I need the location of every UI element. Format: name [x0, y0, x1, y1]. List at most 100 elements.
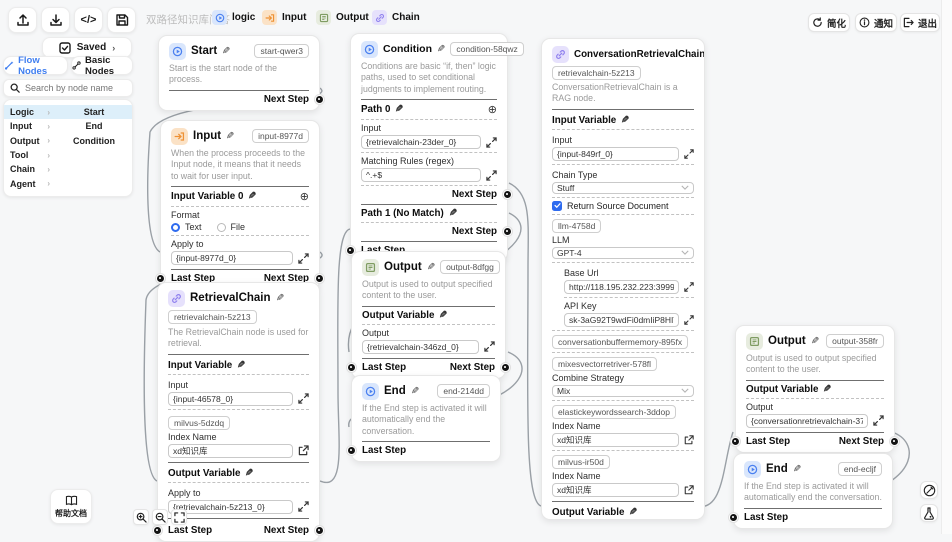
- path0-next-step-port[interactable]: [503, 190, 512, 200]
- combine-strategy-select[interactable]: Mix: [552, 384, 694, 397]
- menu-row-input[interactable]: Input› End: [4, 119, 132, 133]
- next-step-port[interactable]: [501, 362, 510, 372]
- edit-icon[interactable]: ✎: [792, 463, 802, 475]
- next-step-port[interactable]: [315, 274, 324, 284]
- edit-icon[interactable]: ✎: [426, 261, 436, 273]
- menu-item-end[interactable]: End: [85, 121, 103, 132]
- download-button[interactable]: [41, 7, 70, 33]
- code-button[interactable]: </>: [74, 7, 103, 33]
- node-end-mid[interactable]: End ✎ end-214dd If the End step is activ…: [347, 375, 501, 463]
- node-end-right[interactable]: End ✎ end-ecljf If the End step is activ…: [729, 453, 893, 529]
- tab-basic-nodes[interactable]: Basic Nodes: [71, 55, 133, 77]
- edit-icon[interactable]: ✎: [629, 506, 638, 518]
- last-step-port[interactable]: [346, 246, 355, 256]
- edit-icon[interactable]: ✎: [248, 191, 257, 203]
- edit-icon[interactable]: ✎: [245, 467, 254, 479]
- index-name-input[interactable]: [168, 443, 293, 458]
- zoom-in-button[interactable]: [133, 509, 149, 525]
- expand-icon[interactable]: [684, 315, 694, 325]
- edit-icon[interactable]: ✎: [226, 130, 235, 142]
- menu-row-logic[interactable]: Logic› Start: [4, 105, 132, 120]
- index-name-input[interactable]: [552, 432, 679, 447]
- api-key-input[interactable]: [564, 312, 679, 327]
- menu-item-start[interactable]: Start: [83, 107, 105, 118]
- menu-category-tool[interactable]: Tool: [10, 150, 29, 161]
- apply-to-input[interactable]: [168, 499, 293, 514]
- saved-status-button[interactable]: Saved ›: [42, 37, 132, 58]
- annotation-pen-button[interactable]: [920, 481, 938, 499]
- edit-icon[interactable]: ✎: [810, 335, 820, 347]
- menu-category-agent[interactable]: Agent: [10, 178, 36, 189]
- save-button[interactable]: [107, 7, 136, 33]
- llm-select[interactable]: GPT-4: [552, 246, 694, 259]
- expand-icon[interactable]: [684, 282, 694, 292]
- add-path-icon[interactable]: ⊕: [487, 104, 497, 117]
- node-retrievalchain[interactable]: RetrievalChain ✎ retrievalchain-5z213 Th…: [153, 282, 324, 542]
- menu-row-output[interactable]: Output› Condition: [4, 134, 132, 148]
- external-link-icon[interactable]: [298, 445, 309, 456]
- next-step-port[interactable]: [315, 525, 324, 535]
- index-name-input[interactable]: [552, 482, 679, 497]
- chain-type-select[interactable]: Stuff: [552, 181, 694, 194]
- edit-icon[interactable]: ✎: [823, 383, 832, 395]
- path1-next-step-port[interactable]: [503, 227, 512, 237]
- help-docs-button[interactable]: 帮助文档: [50, 489, 92, 524]
- input-value[interactable]: [168, 391, 293, 406]
- last-step-port[interactable]: [347, 362, 356, 372]
- edit-icon[interactable]: ✎: [237, 359, 246, 371]
- next-step-port[interactable]: [315, 94, 324, 104]
- apply-to-input[interactable]: [171, 251, 293, 266]
- input-value[interactable]: [552, 146, 679, 161]
- node-start[interactable]: Start ✎ start-qwer3 Start is the start n…: [158, 35, 324, 111]
- fit-view-button[interactable]: [171, 509, 187, 525]
- menu-row-tool[interactable]: Tool›: [4, 148, 132, 162]
- last-step-port[interactable]: [731, 436, 740, 446]
- output-value[interactable]: [362, 339, 479, 354]
- menu-category-output[interactable]: Output: [10, 135, 40, 146]
- menu-item-condition[interactable]: Condition: [73, 135, 115, 146]
- menu-row-agent[interactable]: Agent›: [4, 177, 132, 191]
- edit-icon[interactable]: ✎: [395, 104, 404, 116]
- simplify-button[interactable]: 简化: [808, 13, 850, 32]
- menu-category-chain[interactable]: Chain: [10, 164, 36, 175]
- matching-rules-input[interactable]: [361, 168, 481, 183]
- base-url-input[interactable]: [564, 279, 679, 294]
- node-output-right[interactable]: Output ✎ output-358fr Output is used to …: [731, 325, 899, 453]
- edit-icon[interactable]: ✎: [436, 43, 446, 55]
- upload-button[interactable]: [8, 7, 37, 33]
- menu-row-chain[interactable]: Chain›: [4, 162, 132, 176]
- exit-button[interactable]: 退出: [900, 13, 940, 32]
- expand-icon[interactable]: [298, 501, 309, 513]
- edit-icon[interactable]: ✎: [275, 292, 284, 304]
- last-step-port[interactable]: [729, 512, 738, 522]
- radio-file[interactable]: [216, 222, 226, 232]
- tab-flow-nodes[interactable]: Flow Nodes: [3, 55, 68, 77]
- menu-category-input[interactable]: Input: [10, 121, 32, 132]
- edit-icon[interactable]: ✎: [222, 45, 231, 57]
- node-search[interactable]: [3, 79, 133, 97]
- expand-icon[interactable]: [873, 415, 884, 427]
- edit-icon[interactable]: ✎: [439, 309, 448, 321]
- node-input[interactable]: Input ✎ input-8977d When the process pro…: [156, 120, 324, 291]
- last-step-port[interactable]: [153, 525, 162, 535]
- input-value[interactable]: [361, 135, 481, 150]
- external-link-icon[interactable]: [684, 435, 694, 445]
- node-output-mid[interactable]: Output ✎ output-8dfgg Output is used to …: [347, 251, 510, 379]
- expand-icon[interactable]: [486, 137, 497, 148]
- expand-icon[interactable]: [486, 170, 497, 181]
- expand-icon[interactable]: [298, 253, 309, 264]
- edit-icon[interactable]: ✎: [410, 385, 420, 397]
- menu-category-logic[interactable]: Logic: [10, 107, 34, 118]
- output-value[interactable]: [746, 413, 868, 428]
- add-variable-icon[interactable]: ⊕: [299, 191, 309, 204]
- expand-icon[interactable]: [684, 149, 694, 159]
- zoom-out-button[interactable]: [152, 509, 168, 525]
- notify-button[interactable]: 通知: [855, 13, 897, 32]
- expand-icon[interactable]: [484, 341, 495, 353]
- radio-text[interactable]: [171, 222, 180, 232]
- node-condition[interactable]: Condition ✎ condition-58qwz Conditions a…: [346, 33, 524, 263]
- node-conversationretrievalchain[interactable]: ConversationRetrievalChain ✎ retrievalch…: [541, 38, 705, 520]
- edit-icon[interactable]: ✎: [621, 114, 630, 126]
- last-step-port[interactable]: [347, 446, 356, 456]
- return-source-checkbox[interactable]: [552, 200, 562, 211]
